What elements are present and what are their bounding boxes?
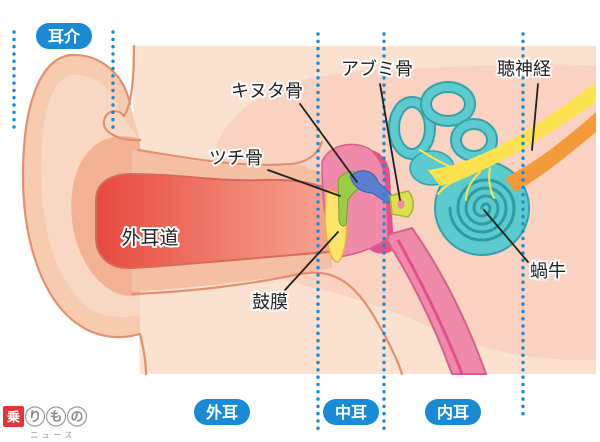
leader-eardrum — [284, 231, 339, 291]
leader-auditory-nerve — [531, 83, 539, 151]
pill-middle-ear: 中耳 — [323, 399, 379, 425]
nerve-fiber — [419, 149, 463, 173]
label-ear-canal: 外耳道 — [121, 227, 178, 249]
pill-outer-ear-label: 外耳 — [205, 403, 238, 422]
semicircular-canals — [388, 81, 498, 162]
semicircular-canal-posterior-inner — [422, 83, 474, 125]
label-incus: キヌタ骨 — [231, 81, 303, 102]
stapes-opening — [397, 199, 405, 209]
eustachian-tube-stripe — [396, 239, 464, 375]
auditory-nerve-orange — [505, 112, 596, 192]
pill-inner-ear-label: 内耳 — [437, 403, 469, 422]
pill-middle-ear-label: 中耳 — [335, 403, 367, 422]
eustachian-tube — [382, 226, 488, 375]
logo-watermark: 乗 り も の ニュース — [3, 406, 88, 441]
neck-outline — [138, 332, 148, 376]
leader-cochlea — [483, 209, 529, 263]
auricle-outline — [21, 53, 142, 339]
logo-circle-2 — [24, 406, 46, 427]
pill-inner-ear-bg — [425, 399, 481, 425]
head-top-outline — [122, 44, 136, 118]
nerve-fiber — [465, 171, 481, 201]
pill-auricle-label: 耳介 — [48, 27, 81, 46]
label-auditory-nerve: 聴神経 — [497, 59, 551, 80]
logo-sub: ニュース — [30, 431, 76, 441]
nerve-fiber — [437, 174, 471, 195]
pill-middle-ear-bg — [323, 399, 379, 425]
logo-char-3: も — [49, 410, 62, 425]
pill-outer-ear-bg — [194, 399, 250, 425]
cochlea-spiral — [448, 178, 516, 242]
leader-incus — [299, 103, 358, 183]
label-malleus: ツチ骨 — [209, 148, 263, 169]
semicircular-canal-anterior-inner — [390, 98, 434, 158]
logo-char-2: り — [28, 410, 41, 425]
logo-char-1: 乗 — [6, 410, 20, 426]
pill-outer-ear: 外耳 — [194, 399, 250, 425]
canal-skin-lower-outline — [130, 271, 404, 376]
label-cochlea: 蝸牛 — [530, 261, 566, 282]
auditory-nerve-yellow — [428, 82, 596, 186]
label-eardrum: 鼓膜 — [252, 292, 288, 313]
semicircular-canal-lateral-inner — [452, 120, 496, 160]
label-stapes: アブミ骨 — [341, 58, 413, 80]
leader-stapes — [379, 83, 401, 201]
leader-malleus — [267, 169, 341, 197]
logo-red-box — [3, 406, 24, 427]
logo-char-4: の — [70, 410, 83, 425]
nerve-fiber — [488, 167, 495, 199]
pill-auricle: 耳介 — [36, 23, 92, 49]
canal-skin-upper-outline — [136, 140, 324, 167]
logo-circle-3 — [45, 406, 67, 427]
nerve-fibers — [419, 149, 495, 201]
pill-auricle-bg — [36, 23, 92, 49]
pill-inner-ear: 内耳 — [425, 399, 481, 425]
ear-canal — [95, 172, 332, 270]
logo-circle-4 — [66, 406, 88, 427]
helix-root-outline — [102, 110, 142, 142]
